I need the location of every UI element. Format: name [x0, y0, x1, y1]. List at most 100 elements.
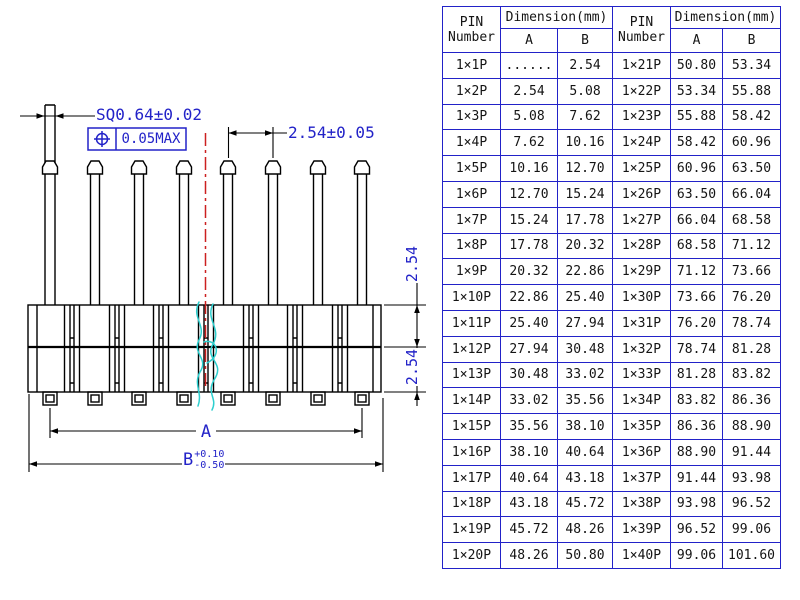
connector-body	[27, 304, 382, 393]
table-cell: 81.28	[670, 361, 723, 389]
table-cell: 15.24	[500, 206, 558, 234]
table-cell: 1×32P	[612, 335, 671, 363]
table-cell: 1×8P	[442, 232, 501, 260]
pin-6	[264, 160, 282, 305]
table-cell: 66.04	[670, 206, 723, 234]
table-cell: 1×21P	[612, 52, 671, 79]
table-cell: 33.02	[557, 361, 613, 389]
table-cell: 1×23P	[612, 103, 671, 131]
table-cell: 1×5P	[442, 155, 501, 182]
table-cell: 53.34	[722, 52, 781, 79]
table-cell: 12.70	[557, 155, 613, 182]
sq-dimension-label: SQ0.64±0.02	[96, 105, 202, 124]
row-pitch-bottom-label: 2.54	[403, 348, 421, 386]
table-cell: 50.80	[670, 52, 723, 79]
table-cell: 1×2P	[442, 77, 501, 105]
table-cell: 45.72	[500, 516, 558, 544]
table-cell: 1×34P	[612, 387, 671, 415]
position-tolerance-frame	[87, 127, 187, 151]
table-cell: 1×12P	[442, 335, 501, 363]
table-cell: 1×24P	[612, 129, 671, 157]
table-cell: 7.62	[500, 129, 558, 157]
table-cell: 48.26	[557, 516, 613, 544]
table-cell: 1×7P	[442, 206, 501, 234]
table-cell: 68.58	[722, 206, 781, 234]
break-lines	[196, 301, 219, 411]
table-cell: 60.96	[722, 129, 781, 157]
table-cell: 1×30P	[612, 284, 671, 311]
table-cell: 1×20P	[442, 542, 501, 569]
table-cell: 96.52	[670, 516, 723, 544]
row-pitch-top-label: 2.54	[403, 245, 421, 283]
table-cell: 88.90	[722, 413, 781, 440]
table-cell: 43.18	[557, 464, 613, 492]
table-cell: 55.88	[670, 103, 723, 131]
table-cell: 1×22P	[612, 77, 671, 105]
table-cell: 1×19P	[442, 516, 501, 544]
pin-5	[219, 160, 237, 305]
table-cell: 45.72	[557, 490, 613, 518]
table-cell: 99.06	[722, 516, 781, 544]
table-cell: 63.50	[722, 155, 781, 182]
table-cell: 73.66	[670, 284, 723, 311]
table-cell: 5.08	[500, 103, 558, 131]
table-cell: 78.74	[722, 309, 781, 337]
table-cell: 1×17P	[442, 464, 501, 492]
table-cell: 83.82	[722, 361, 781, 389]
table-cell: 1×40P	[612, 542, 671, 569]
table-cell: 12.70	[500, 180, 558, 208]
table-cell: 1×3P	[442, 103, 501, 131]
header-pin-number-2: PIN Number	[612, 6, 671, 53]
table-cell: 53.34	[670, 77, 723, 105]
pin-1	[41, 104, 59, 305]
dimension-row-heights	[384, 255, 426, 406]
table-cell: 40.64	[557, 438, 613, 466]
pitch-dimension-label: 2.54±0.05	[288, 123, 375, 142]
dimension-sq	[20, 113, 95, 119]
table-cell: 38.10	[557, 413, 613, 440]
table-cell: 1×28P	[612, 232, 671, 260]
table-cell: 101.60	[722, 542, 781, 569]
table-cell: 1×36P	[612, 438, 671, 466]
table-cell: 1×27P	[612, 206, 671, 234]
dimension-pitch	[227, 127, 287, 158]
table-cell: 1×31P	[612, 309, 671, 337]
header-col-a-right: A	[670, 28, 723, 53]
table-cell: 35.56	[557, 387, 613, 415]
table-cell: 66.04	[722, 180, 781, 208]
table-cell: 38.10	[500, 438, 558, 466]
table-cell: 1×15P	[442, 413, 501, 440]
table-cell: 93.98	[722, 464, 781, 492]
table-cell: 55.88	[722, 77, 781, 105]
table-cell: 48.26	[500, 542, 558, 569]
table-cell: 71.12	[670, 258, 723, 286]
table-cell: 1×37P	[612, 464, 671, 492]
solder-pads	[42, 391, 370, 406]
table-cell: 7.62	[557, 103, 613, 131]
table-cell: 1×13P	[442, 361, 501, 389]
table-cell: 30.48	[557, 335, 613, 363]
dim-b-lower-tolerance: -0.50	[194, 460, 225, 471]
table-cell: 63.50	[670, 180, 723, 208]
header-dimension-left: Dimension(mm)	[500, 6, 613, 29]
table-cell: 50.80	[557, 542, 613, 569]
table-cell: 1×14P	[442, 387, 501, 415]
connector-drawing	[20, 104, 426, 472]
table-cell: 58.42	[722, 103, 781, 131]
dim-b-label: B	[183, 449, 194, 470]
table-cell: 1×11P	[442, 309, 501, 337]
header-col-b-left: B	[557, 28, 613, 53]
